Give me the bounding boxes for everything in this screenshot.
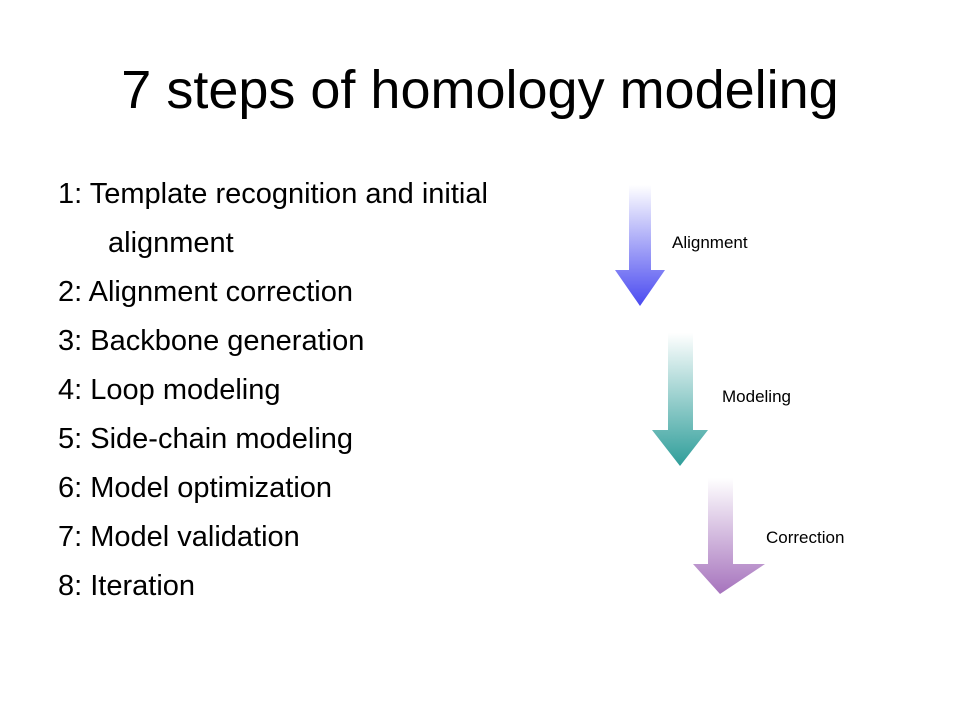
arrow-down-icon-correction [693,478,765,594]
step-1: 1: Template recognition and initial [58,178,488,210]
arrow-down-icon-alignment [615,185,665,306]
steps-list: 1: Template recognition and initial alig… [58,170,488,611]
flow-label-correction: Correction [766,528,845,547]
step-7: 7: Model validation [58,521,300,553]
step-1-continued: alignment [108,227,234,259]
step-8: 8: Iteration [58,570,196,602]
step-4: 4: Loop modeling [58,374,281,406]
flow-label-modeling: Modeling [722,387,791,406]
flow-label-alignment: Alignment [672,233,748,252]
step-6: 6: Model optimization [58,472,333,504]
step-5: 5: Side-chain modeling [58,423,354,455]
arrow-down-icon-modeling [652,333,708,466]
step-3: 3: Backbone generation [58,325,365,357]
step-2: 2: Alignment correction [58,276,353,308]
slide-title: 7 steps of homology modeling [121,60,839,120]
